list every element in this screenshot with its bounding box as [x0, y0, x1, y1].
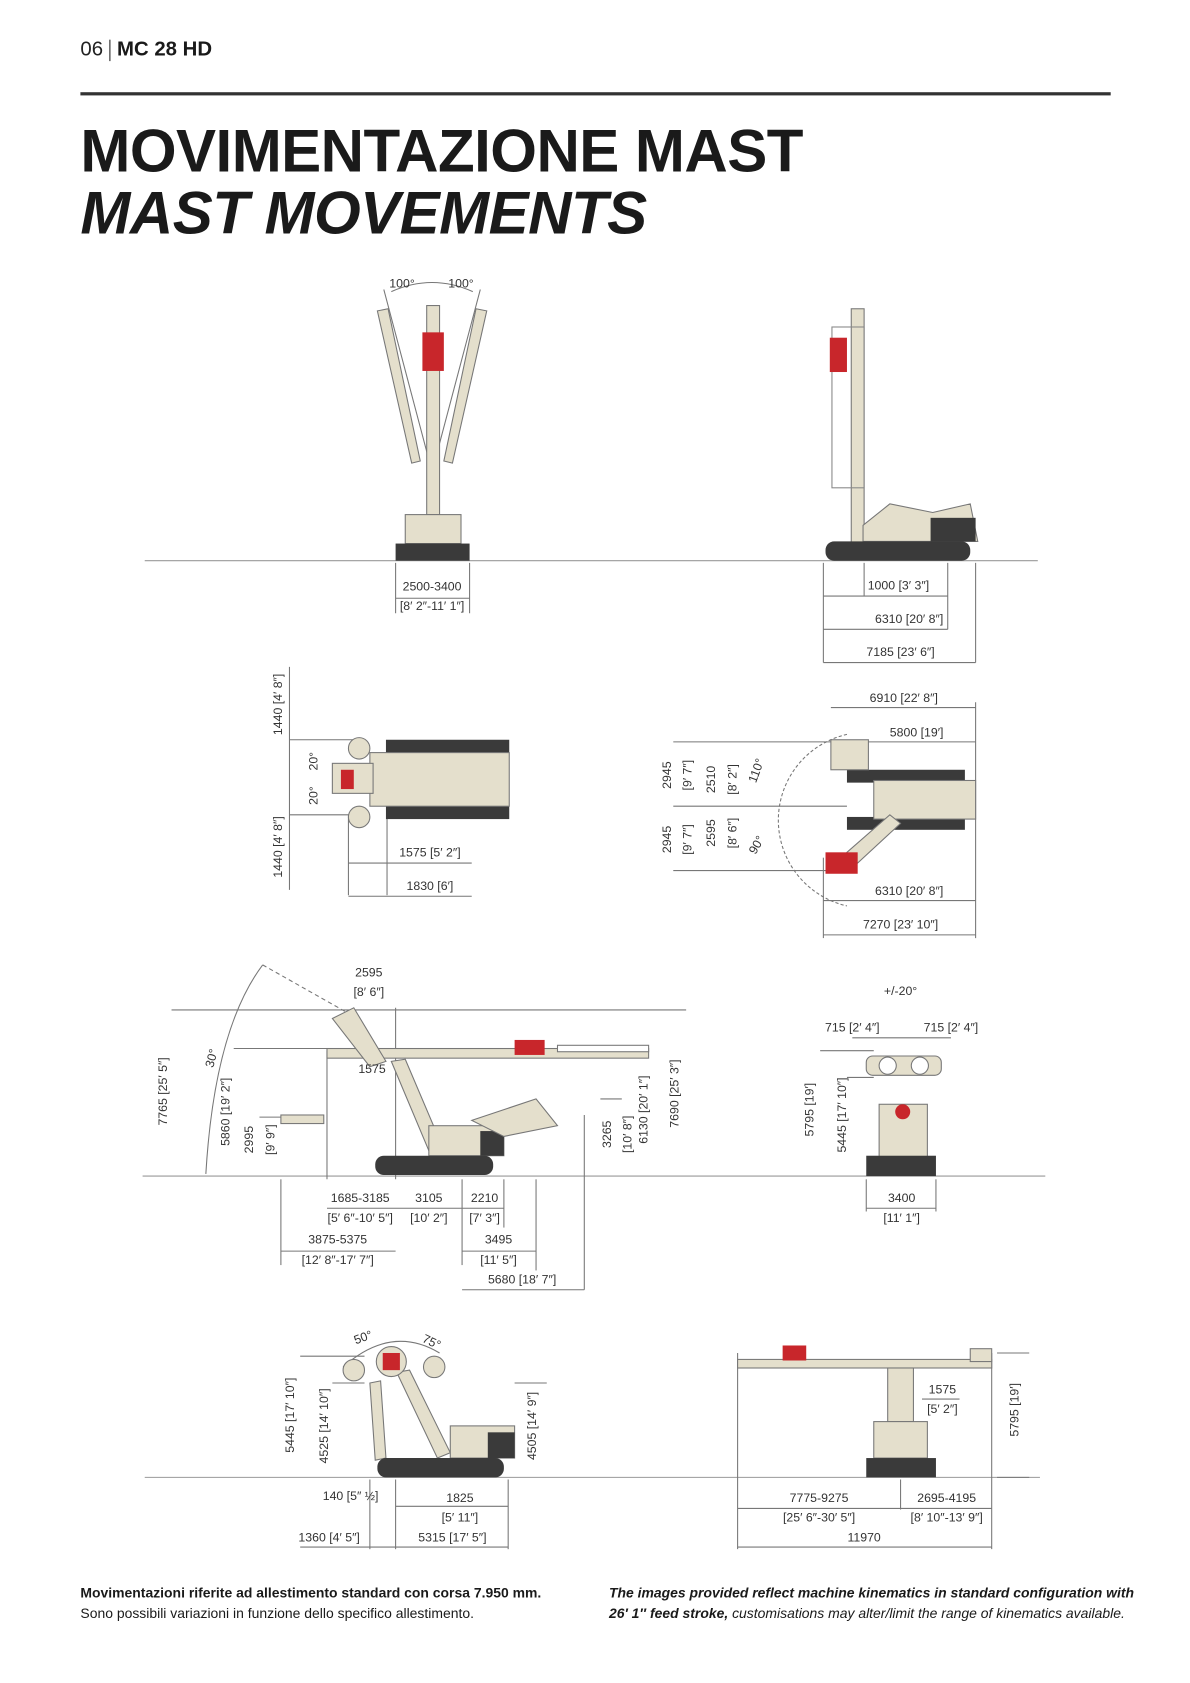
side-view-boom-extension-dimension-label: 2995 [242, 1126, 256, 1154]
side-view-boom-extension-dimension-label: 1575 [358, 1062, 386, 1076]
front-view-boom-lateral-dimension-label: [8′ 10″-13′ 9″] [911, 1510, 983, 1524]
side-view-mast-tilt-dimension-label: 1825 [446, 1491, 474, 1505]
page-header: 06 MC 28 HD [80, 39, 212, 63]
footer-italian-note: Movimentazioni riferite ad allestimento … [80, 1582, 541, 1623]
plan-view-mast-rotation-dimension-label: [9′ 7″] [681, 824, 695, 855]
plan-view-mast-swing-dimension-label: 20° [306, 786, 320, 805]
side-view-boom-extension-dimension-label: [7′ 3″] [469, 1211, 500, 1225]
machine-side-view [822, 308, 979, 664]
footer-en-bold: The images provided reflect machine kine… [608, 1584, 1135, 1601]
front-view-boom-lateral-dimension-label: 7775-9275 [790, 1491, 849, 1505]
side-view-mast-vertical-dimension-label: 1000 [3′ 3″] [868, 579, 929, 593]
plan-view-mast-rotation-dimension-label: [9′ 7″] [681, 760, 695, 791]
side-view-boom-extension-dimension-label: 3105 [415, 1191, 443, 1205]
side-view-mast-tilt-dimension-label: 140 [5″ ½] [323, 1489, 379, 1503]
plan-view-mast-rotation-dimension-label: 2945 [660, 761, 674, 789]
side-view-mast-tilt-dimension-label: 4525 [14′ 10″] [317, 1388, 331, 1463]
machine-plan-view-left [288, 666, 510, 897]
model-name: MC 28 HD [117, 38, 213, 62]
plan-view-mast-swing-dimension-label: 1830 [6′] [407, 879, 454, 893]
front-view-boom-lateral-dimension-label: [5′ 2″] [927, 1402, 958, 1416]
front-view-head-tilt-dimension-label: 5445 [17′ 10″] [835, 1077, 849, 1152]
front-view-boom-lateral-dimension-label: 11970 [847, 1531, 880, 1545]
front-view-boom-lateral-dimension-label: [25′ 6″-30′ 5″] [783, 1510, 855, 1524]
front-view-mast-swing-dimension-label: 2500-3400 [403, 580, 462, 594]
front-view-head-tilt-dimension-label: 715 [2′ 4″] [924, 1020, 979, 1034]
side-view-boom-extension-dimension-label: 2210 [471, 1191, 499, 1205]
side-view-boom-extension-dimension-label: [10′ 8″] [620, 1116, 634, 1153]
front-view-head-tilt-dimension-label: [11′ 1″] [883, 1211, 920, 1225]
side-view-mast-tilt-dimension-label: 50° [352, 1328, 374, 1348]
front-view-head-tilt-dimension-label: 5795 [19′] [803, 1083, 817, 1137]
front-view-head-tilt-dimension-label: 715 [2′ 4″] [825, 1020, 880, 1034]
header-divider [109, 39, 111, 62]
footer-it-normal: Sono possibili variazioni in funzione de… [80, 1604, 474, 1622]
side-view-boom-extension-dimension-label: 1685-3185 [331, 1191, 390, 1205]
machine-front-view-tilt [820, 1037, 951, 1212]
side-view-boom-extension-dimension-label: 3495 [485, 1233, 513, 1247]
plan-view-mast-rotation-dimension-label: 2510 [704, 766, 718, 794]
machine-plan-view-right [673, 702, 977, 939]
side-view-boom-extension-dimension-label: 6130 [20′ 1″] [637, 1075, 651, 1143]
plan-view-mast-rotation-dimension-label: [8′ 2″] [726, 764, 740, 795]
plan-view-mast-rotation-dimension-label: 90° [746, 833, 767, 856]
side-view-mast-tilt-dimension-label: 5315 [17′ 5″] [418, 1531, 486, 1545]
footer-en-bold-2: 26′ 1″ feed stroke, [608, 1604, 729, 1622]
machine-front-view-boom [737, 1345, 1030, 1550]
side-view-boom-extension-dimension-label: 30° [202, 1047, 220, 1069]
side-view-mast-tilt-dimension-label: 5445 [17′ 10″] [283, 1378, 297, 1453]
side-view-boom-extension-dimension-label: 7765 [25′ 5″] [156, 1057, 170, 1125]
side-view-mast-tilt-dimension-label: 1360 [4′ 5″] [298, 1531, 359, 1545]
front-view-mast-swing-dimension-label: 100° [389, 276, 415, 290]
front-view-boom-lateral-dimension-label: 1575 [929, 1383, 957, 1397]
machine-side-view-boom [171, 964, 687, 1291]
plan-view-mast-rotation-dimension-label: 6910 [22′ 8″] [870, 691, 938, 705]
plan-view-mast-swing-dimension-label: 1575 [5′ 2″] [399, 846, 460, 860]
plan-view-mast-rotation-dimension-label: 5800 [19′] [890, 726, 944, 740]
front-view-head-tilt-dimension-label: 3400 [888, 1191, 916, 1205]
front-view-mast-swing-dimension-label: [8′ 2″-11′ 1″] [400, 599, 464, 613]
side-view-boom-extension-dimension-label: [5′ 6″-10′ 5″] [328, 1211, 393, 1225]
side-view-boom-extension-dimension-label: [8′ 6″] [353, 985, 384, 999]
side-view-boom-extension-dimension-label: 5860 [19′ 2″] [218, 1078, 232, 1146]
header-rule [80, 92, 1111, 96]
plan-view-mast-rotation-dimension-label: 110° [746, 757, 768, 785]
machine-front-view [376, 281, 488, 614]
front-view-boom-lateral-dimension-label: 5795 [19′] [1007, 1383, 1021, 1437]
front-view-head-tilt-dimension-label: +/-20° [884, 984, 917, 998]
page-number: 06 [80, 38, 104, 62]
side-view-boom-extension-dimension-label: 2595 [355, 966, 383, 980]
side-view-boom-extension-dimension-label: [12′ 8″-17′ 7″] [302, 1253, 374, 1267]
footer-it-bold: Movimentazioni riferite ad allestimento … [80, 1584, 542, 1601]
side-view-mast-vertical-dimension-label: 6310 [20′ 8″] [875, 612, 943, 626]
dimension-labels: 100° 100° 2500-3400 [8′ 2″-11′ 1″] 1000 [3′ … [156, 276, 1021, 1544]
side-view-mast-vertical-dimension-label: 7185 [23′ 6″] [866, 645, 934, 659]
side-view-boom-extension-dimension-label: 3875-5375 [308, 1233, 367, 1247]
plan-view-mast-swing-dimension-label: 20° [306, 752, 320, 771]
side-view-boom-extension-dimension-label: 3265 [600, 1120, 614, 1148]
side-view-mast-tilt-dimension-label: [5′ 11″] [442, 1510, 479, 1524]
footer-english-note: The images provided reflect machine kine… [609, 1582, 1134, 1623]
front-view-mast-swing-dimension-label: 100° [448, 276, 474, 290]
footer-en-normal: customisations may alter/limit the range… [728, 1604, 1125, 1622]
side-view-mast-tilt-dimension-label: 75° [420, 1332, 443, 1353]
page-title: MOVIMENTAZIONE MAST [80, 116, 803, 185]
side-view-boom-extension-dimension-label: [9′ 9″] [263, 1124, 277, 1155]
side-view-mast-tilt-dimension-label: 4505 [14′ 9″] [525, 1392, 539, 1460]
page-subtitle: MAST MOVEMENTS [80, 179, 647, 247]
plan-view-mast-swing-dimension-label: 1440 [4′ 8″] [271, 674, 285, 735]
plan-view-mast-rotation-dimension-label: 2945 [660, 826, 674, 854]
plan-view-mast-rotation-dimension-label: 2595 [704, 819, 718, 847]
plan-view-mast-rotation-dimension-label: 7270 [23′ 10″] [863, 917, 938, 931]
plan-view-mast-rotation-dimension-label: 6310 [20′ 8″] [875, 884, 943, 898]
front-view-boom-lateral-dimension-label: 2695-4195 [917, 1491, 976, 1505]
side-view-boom-extension-dimension-label: 7690 [25′ 3″] [668, 1059, 682, 1127]
machine-side-view-tilt [300, 1340, 547, 1550]
side-view-boom-extension-dimension-label: 5680 [18′ 7″] [488, 1272, 556, 1286]
side-view-boom-extension-dimension-label: [11′ 5″] [480, 1253, 517, 1267]
plan-view-mast-rotation-dimension-label: [8′ 6″] [726, 818, 740, 849]
side-view-boom-extension-dimension-label: [10′ 2″] [410, 1211, 447, 1225]
plan-view-mast-swing-dimension-label: 1440 [4′ 8″] [271, 816, 285, 877]
